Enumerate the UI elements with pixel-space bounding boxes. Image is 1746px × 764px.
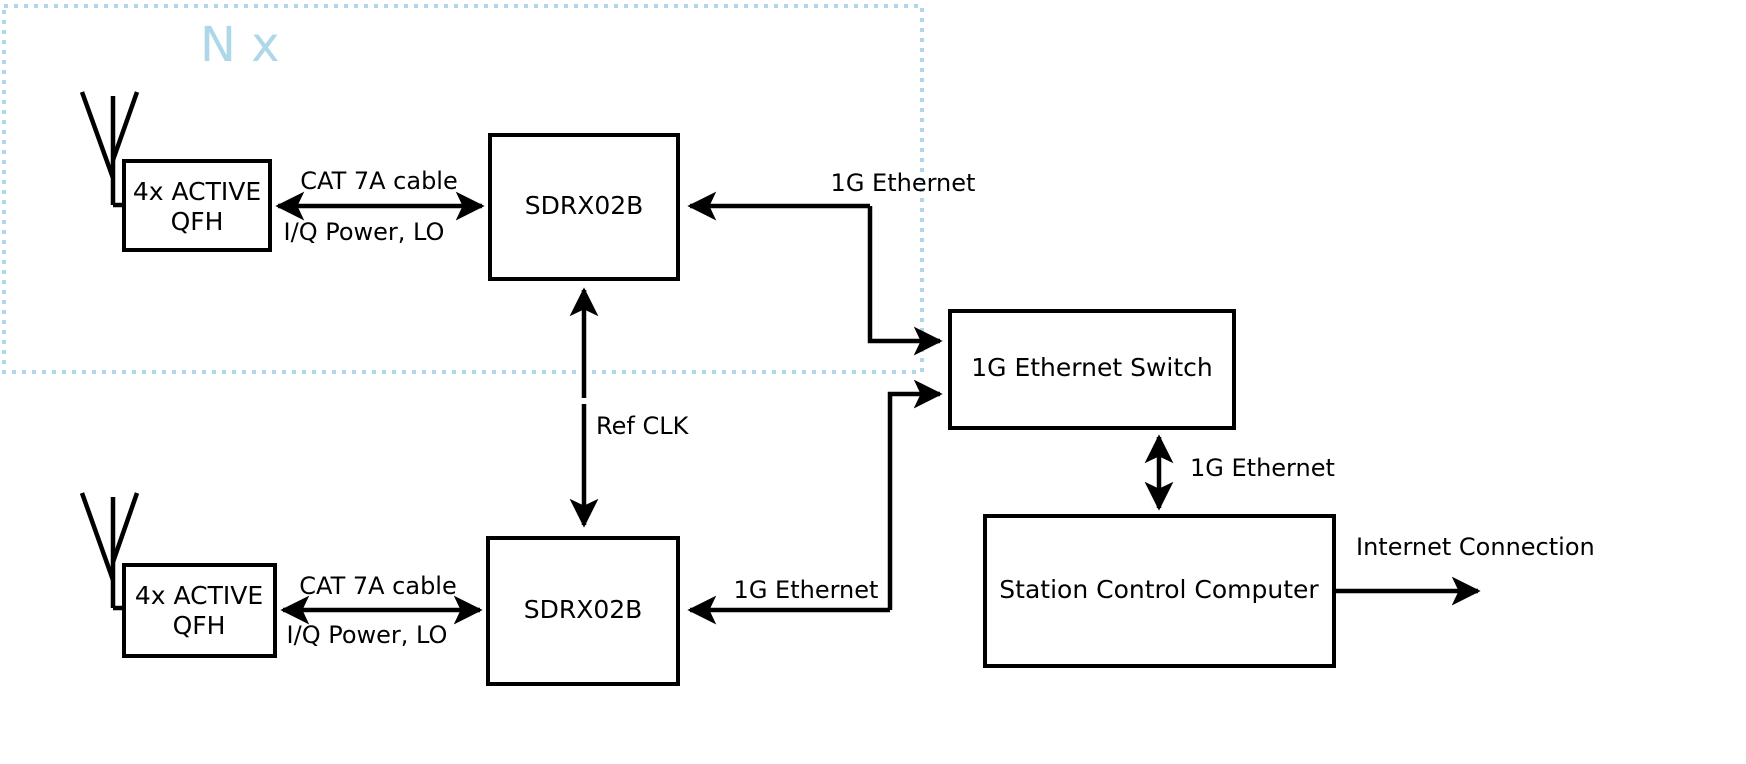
block-qfh-bottom-label-line1: 4x ACTIVE: [135, 581, 263, 610]
group-label-nx: N x: [200, 17, 280, 73]
block-qfh-top[interactable]: [122, 159, 272, 252]
edge-label-refclk: Ref CLK: [596, 412, 690, 440]
block-ethernet-switch[interactable]: [948, 309, 1236, 430]
block-sdrx-top[interactable]: [488, 133, 680, 281]
edge-label-eth-switch-pc: 1G Ethernet: [1190, 454, 1335, 482]
edge-label-cat7a-bottom: CAT 7A cable: [299, 572, 457, 600]
edge-label-iq-bottom: I/Q Power, LO: [287, 621, 448, 649]
edge-label-cat7a-top: CAT 7A cable: [300, 167, 458, 195]
block-qfh-top-label-line1: 4x ACTIVE: [133, 177, 261, 206]
block-sdrx-bottom[interactable]: [486, 536, 680, 686]
block-qfh-bottom[interactable]: [122, 563, 277, 658]
edge-label-iq-top: I/Q Power, LO: [284, 218, 445, 246]
block-sdrx-top-label: SDRX02B: [525, 191, 644, 220]
block-qfh-bottom-label-line2: QFH: [173, 611, 226, 640]
edge-label-internet: Internet Connection: [1356, 533, 1595, 561]
link-switch-sdrx-bottom: [887, 379, 943, 610]
block-qfh-top-label-line2: QFH: [171, 207, 224, 236]
block-sdrx-bottom-label: SDRX02B: [524, 595, 643, 624]
block-station-control-computer-label: Station Control Computer: [999, 575, 1319, 604]
group-container-nx: [2, 4, 924, 374]
edge-label-eth-bottom: 1G Ethernet: [734, 576, 879, 604]
link-switch-sdrx-top: [867, 206, 943, 356]
edge-label-eth-top: 1G Ethernet: [831, 169, 976, 197]
block-ethernet-switch-label: 1G Ethernet Switch: [971, 353, 1213, 382]
